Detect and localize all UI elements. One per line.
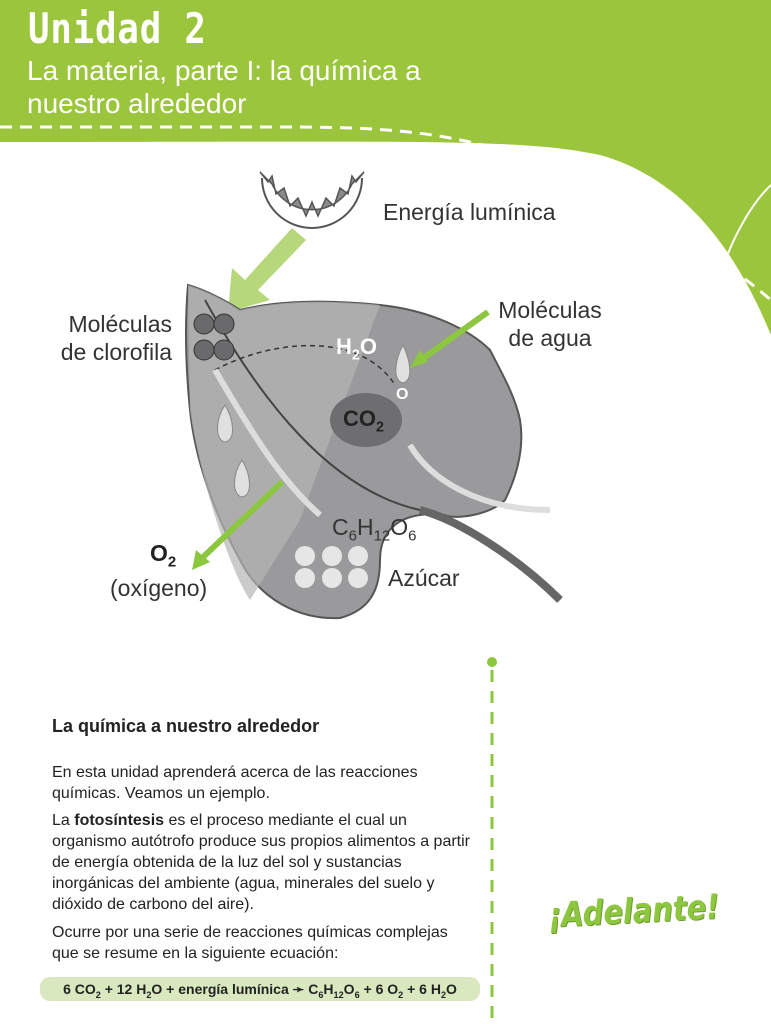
- dashed-line: [0, 125, 771, 302]
- co2-sub: 2: [376, 419, 384, 436]
- arrow-icon: ➛: [292, 981, 305, 997]
- eq-sub: 2: [440, 989, 447, 1000]
- unit-subtitle: La materia, parte I: la química a nuestr…: [27, 54, 627, 120]
- water-label-1: Moléculas: [498, 297, 602, 323]
- eq-part: O: [446, 981, 457, 997]
- eq-part: + 6 O: [359, 981, 399, 997]
- eq-part: + 12 H: [100, 981, 147, 997]
- p2-bold-term: fotosíntesis: [74, 812, 165, 829]
- glucose-c: C: [332, 514, 349, 540]
- eq-sub: 2: [146, 989, 152, 1000]
- glucose-c-sub: 6: [348, 527, 357, 545]
- water-arrow: [416, 309, 490, 365]
- glucose-o-sub: 6: [408, 527, 417, 545]
- h2o-end: O: [359, 334, 377, 359]
- co2-base: CO: [343, 406, 376, 431]
- co2-label: CO2: [343, 406, 384, 435]
- water-label-2: de agua: [508, 325, 592, 351]
- oxygen-arrowhead: [192, 550, 210, 570]
- timeline-dot: [487, 657, 497, 667]
- equation-intro-paragraph: Ocurre por una serie de reacciones quími…: [52, 924, 448, 962]
- chlorophyll-label-2: de clorofila: [60, 339, 172, 365]
- eq-part: C: [304, 981, 319, 997]
- sun-icon: [259, 171, 365, 229]
- intro-paragraph: En esta unidad aprenderá acerca de las r…: [52, 764, 418, 802]
- energy-label: Energía lumínica: [383, 199, 556, 225]
- h2o-base: H: [336, 334, 352, 359]
- white-arc: [719, 184, 771, 276]
- unit-title: Unidad 2: [28, 4, 207, 53]
- glucose-o: O: [390, 514, 409, 540]
- o-label: O: [396, 386, 409, 403]
- header-green-band: [0, 0, 771, 335]
- light-arrow: [228, 228, 306, 312]
- glucose-formula: C6H12O6: [332, 514, 416, 545]
- chlorophyll-label-1: Moléculas: [68, 311, 172, 337]
- o2-label: O2: [150, 540, 176, 571]
- subtitle-line-1: La materia, parte I: la química a: [27, 55, 421, 86]
- water-label: Moléculas de agua: [480, 296, 620, 352]
- glucose-h: H: [356, 514, 374, 540]
- eq-sub: 6: [354, 989, 360, 1000]
- eq-part: O: [343, 981, 355, 997]
- eq-sub: 2: [95, 989, 101, 1000]
- o2-base: O: [150, 540, 168, 566]
- oxygen-arrow: [197, 479, 285, 563]
- glucose-h-sub: 12: [373, 527, 391, 545]
- eq-part: O + energía lumínica: [151, 981, 293, 997]
- subtitle-line-2: nuestro alrededor: [27, 88, 247, 119]
- p2-post: es el proceso mediante el cual un organi…: [52, 812, 470, 913]
- sugar-label: Azúcar: [388, 565, 460, 591]
- oxygen-label: (oxígeno): [110, 575, 208, 601]
- p2-pre: La: [52, 812, 75, 829]
- leaf-illustration: [184, 283, 563, 620]
- water-arrowhead: [410, 350, 428, 368]
- eq-sub: 6: [318, 989, 324, 1000]
- o2-sub: 2: [167, 553, 177, 571]
- eq-part: + 6 H: [403, 981, 441, 997]
- h2o-label: H2O: [336, 334, 377, 363]
- h2o-sub: 2: [351, 347, 360, 364]
- chlorophyll-label: Moléculas de clorofila: [20, 310, 172, 366]
- eq-sub: 2: [398, 989, 404, 1000]
- photosynthesis-paragraph: La fotosíntesis es el proceso mediante e…: [52, 810, 472, 915]
- eq-sub: 12: [333, 989, 344, 1000]
- eq-part: 6 CO: [63, 981, 96, 997]
- eq-part: H: [323, 981, 334, 997]
- photosynthesis-equation: 6 CO2 + 12 H2O + energía lumínica ➛ C6H1…: [40, 977, 480, 1001]
- section-heading: La química a nuestro alrededor: [52, 716, 320, 736]
